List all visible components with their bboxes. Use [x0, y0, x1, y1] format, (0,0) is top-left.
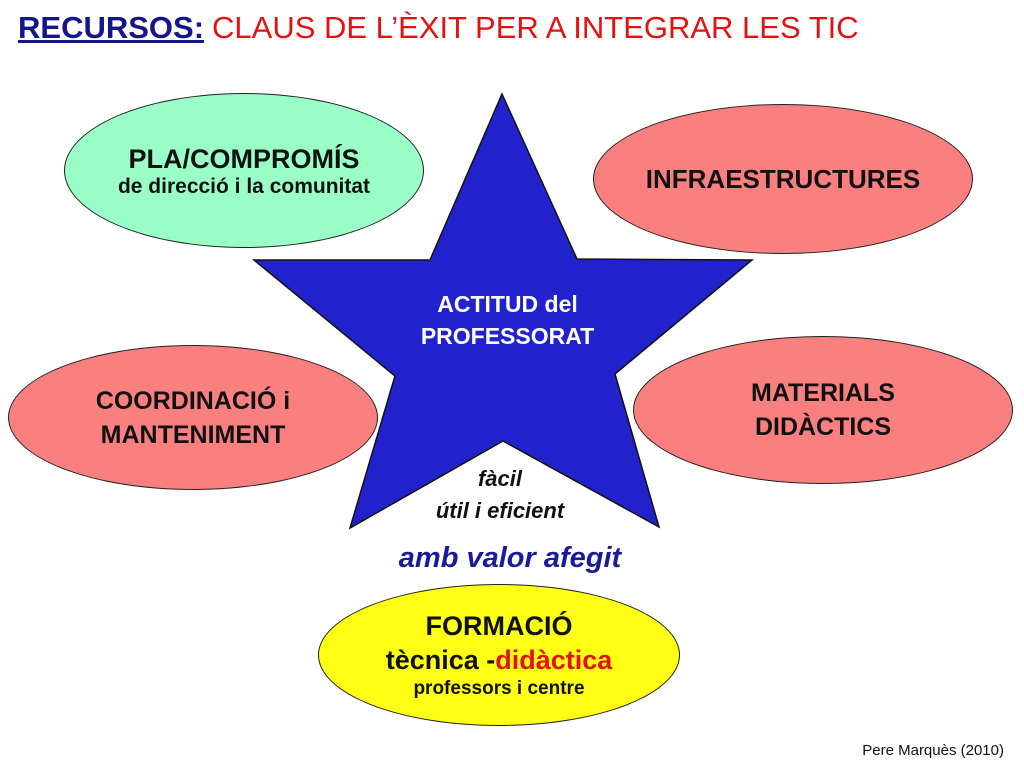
star-label: ACTITUD del PROFESSORAT: [395, 288, 620, 352]
qualities-text: fàcil útil i eficient: [370, 463, 630, 527]
ellipse-pla-compromis: PLA/COMPROMÍS de direcció i la comunitat: [64, 93, 424, 248]
star-label-line2: PROFESSORAT: [420, 323, 595, 349]
formacio-subtitle-b: didàctica: [495, 645, 613, 675]
formacio-subtitle: tècnica -didàctica: [386, 643, 613, 677]
star-label-line1: ACTITUD del: [437, 291, 578, 317]
qualities-line2: útil i eficient: [435, 498, 565, 523]
author-credit: Pere Marquès (2010): [862, 742, 1004, 759]
star-polygon: [251, 92, 755, 530]
title-main: RECURSOS:: [18, 10, 205, 45]
ellipse-materials: MATERIALS DIDÀCTICS: [633, 336, 1013, 484]
title-subtitle: CLAUS DE L’ÈXIT PER A INTEGRAR LES TIC: [212, 10, 859, 45]
qualities-line1: fàcil: [477, 466, 523, 491]
value-added-text: amb valor afegit: [398, 542, 622, 574]
pla-title: PLA/COMPROMÍS: [128, 143, 360, 174]
coord-line2: MANTENIMENT: [100, 420, 286, 449]
pla-subtitle: de direcció i la comunitat: [117, 174, 371, 198]
materials-line1: MATERIALS: [751, 379, 895, 407]
formacio-detail: professors i centre: [413, 678, 585, 699]
ellipse-infraestructures: INFRAESTRUCTURES: [593, 104, 973, 254]
materials-line2: DIDÀCTICS: [754, 413, 892, 441]
slide-title: RECURSOS:CLAUS DE L’ÈXIT PER A INTEGRAR …: [18, 8, 859, 48]
coord-line1: COORDINACIÓ i: [95, 386, 291, 415]
ellipse-formacio: FORMACIÓ tècnica -didàctica professors i…: [318, 584, 680, 726]
formacio-title: FORMACIÓ: [425, 611, 573, 641]
ellipse-coordinacio: COORDINACIÓ i MANTENIMENT: [8, 345, 378, 490]
infra-title: INFRAESTRUCTURES: [645, 163, 921, 194]
formacio-subtitle-a: tècnica -: [385, 645, 496, 675]
